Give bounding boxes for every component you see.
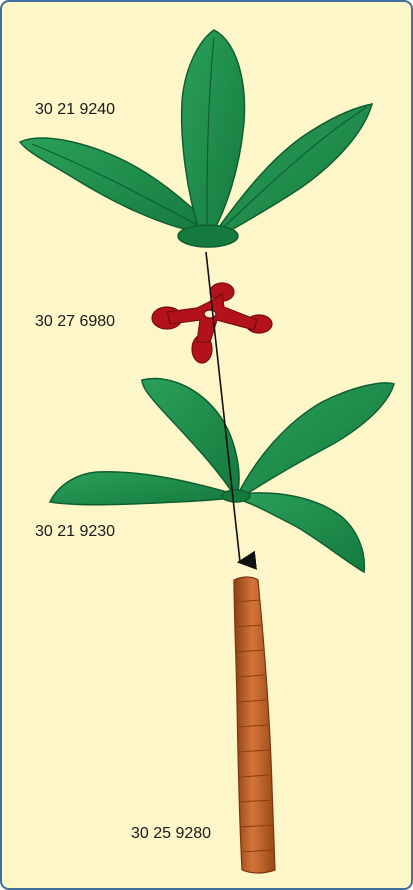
part-number-upper-fronds: 30 21 9240 bbox=[35, 101, 115, 119]
part-number-lower-fronds: 30 21 9230 bbox=[35, 523, 115, 541]
lower-palm-fronds bbox=[50, 379, 394, 572]
palm-trunk bbox=[234, 577, 275, 873]
part-number-flower-connector: 30 27 6980 bbox=[35, 313, 115, 331]
part-number-trunk: 30 25 9280 bbox=[131, 825, 211, 843]
flower-connector bbox=[152, 283, 272, 363]
upper-palm-fronds bbox=[20, 30, 372, 247]
